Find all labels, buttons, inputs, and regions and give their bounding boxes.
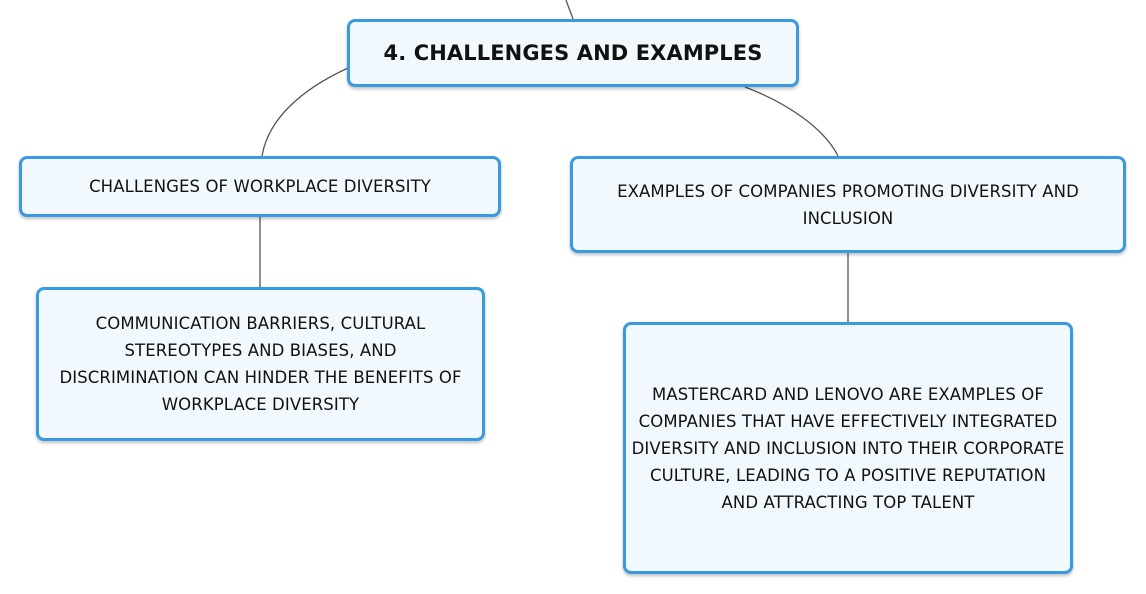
examples-detail-node[interactable]: MASTERCARD AND LENOVO ARE EXAMPLES OF CO… — [623, 322, 1073, 574]
connector-root-to-examples — [744, 86, 839, 157]
examples-detail-text: MASTERCARD AND LENOVO ARE EXAMPLES OF CO… — [631, 384, 1065, 512]
challenges-detail-text: COMMUNICATION BARRIERS, CULTURAL STEREOT… — [59, 314, 462, 414]
examples-node[interactable]: EXAMPLES OF COMPANIES PROMOTING DIVERSIT… — [570, 156, 1126, 253]
root-node[interactable]: 4. CHALLENGES AND EXAMPLES — [347, 19, 799, 87]
challenges-node-label: CHALLENGES OF WORKPLACE DIVERSITY — [89, 177, 431, 196]
challenges-detail-node[interactable]: COMMUNICATION BARRIERS, CULTURAL STEREOT… — [36, 287, 485, 441]
connector-parent-to-root — [565, 0, 574, 20]
connector-root-to-challenges — [261, 67, 349, 157]
examples-node-label: EXAMPLES OF COMPANIES PROMOTING DIVERSIT… — [617, 181, 1079, 228]
root-node-label: 4. CHALLENGES AND EXAMPLES — [383, 40, 763, 65]
challenges-node[interactable]: CHALLENGES OF WORKPLACE DIVERSITY — [19, 156, 501, 217]
